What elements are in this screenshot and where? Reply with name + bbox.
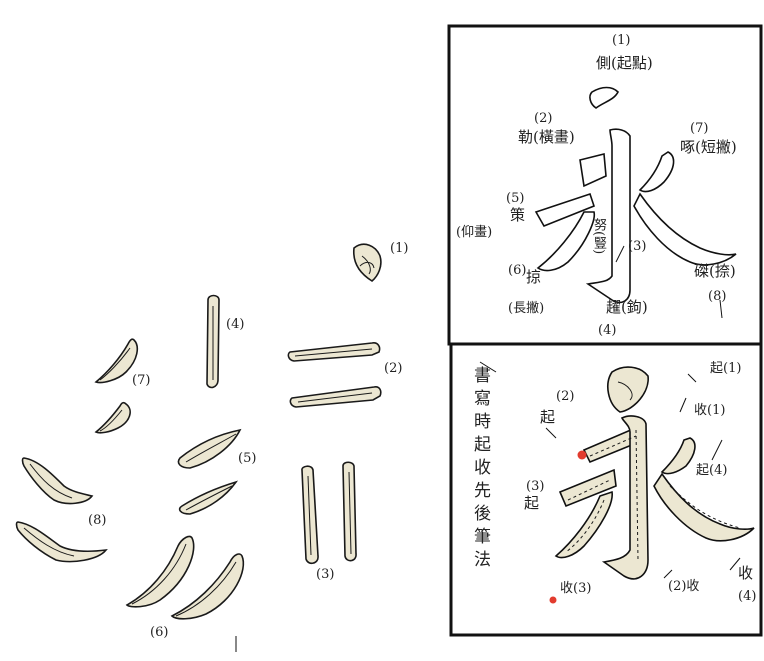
top-label-5-num: (5) <box>506 192 524 205</box>
stroke-3-vertical-2 <box>343 462 356 560</box>
top-label-8-num: (8) <box>708 290 726 303</box>
top-label-6-num: (6) <box>508 264 526 277</box>
top-label-4-text: 趯(鉤) <box>606 300 648 315</box>
red-start-dot-1 <box>578 451 587 460</box>
bottom-label-shou4-num: (4) <box>738 590 756 603</box>
bottom-label-shou2: (2)收 <box>668 580 699 593</box>
top-label-1-text: 側(起點) <box>596 56 653 71</box>
stroke-5-rising <box>178 430 240 468</box>
top-label-1-num: (1) <box>612 34 630 47</box>
top-label-6-note: (長撇) <box>508 302 544 315</box>
top-label-3-text: 努(豎) <box>592 218 605 254</box>
bottom-label-q3-num: (3) <box>526 480 544 493</box>
top-label-3-num: (3) <box>628 240 646 253</box>
left-label-4: (4) <box>226 318 244 331</box>
stroke-8-right-falling <box>23 458 93 503</box>
bottom-label-q4: 起(4) <box>696 464 727 477</box>
left-label-8: (8) <box>88 514 106 527</box>
top-label-2-num: (2) <box>534 112 552 125</box>
left-label-2: (2) <box>384 362 402 375</box>
left-label-7: (7) <box>132 374 150 387</box>
stroke-2-horizontal-2 <box>290 387 380 407</box>
bottom-label-q1-a: 起(1) <box>710 362 741 375</box>
top-label-2-text: 勒(橫畫) <box>518 130 575 145</box>
bottom-label-shou4-text: 收 <box>738 566 753 581</box>
bottom-label-q1-b: 收(1) <box>694 404 725 417</box>
bottom-label-q2-text: 起 <box>540 410 555 425</box>
red-start-dot-2 <box>550 597 557 604</box>
bottom-label-q2-num: (2) <box>556 390 574 403</box>
bottom-label-q3-text: 起 <box>524 496 539 511</box>
left-label-6: (6) <box>150 626 168 639</box>
top-label-7-text: 啄(短撇) <box>680 140 737 155</box>
vertical-caption: 書寫時起收先後筆法 <box>468 366 493 573</box>
stroke-3-vertical-1 <box>302 466 318 563</box>
stroke-6-left-falling <box>127 536 194 606</box>
left-label-5: (5) <box>238 452 256 465</box>
stroke-7-short-falling-2 <box>96 403 130 433</box>
stroke-4-hook <box>207 296 219 388</box>
stroke-1-dot <box>354 244 381 281</box>
top-label-4-num: (4) <box>598 324 616 337</box>
stroke-2-horizontal-1 <box>288 343 379 361</box>
left-label-3: (3) <box>316 568 334 581</box>
top-label-5-note: (仰畫) <box>456 226 492 239</box>
left-label-1: (1) <box>390 242 408 255</box>
top-label-6-text: 掠 <box>526 270 541 285</box>
stroke-5-rising-2 <box>180 482 236 514</box>
top-label-5-text: 策 <box>510 208 525 223</box>
bottom-label-shou3: 收(3) <box>560 582 591 595</box>
top-label-8-text: 磔(捺) <box>694 264 736 279</box>
top-label-7-num: (7) <box>690 122 708 135</box>
